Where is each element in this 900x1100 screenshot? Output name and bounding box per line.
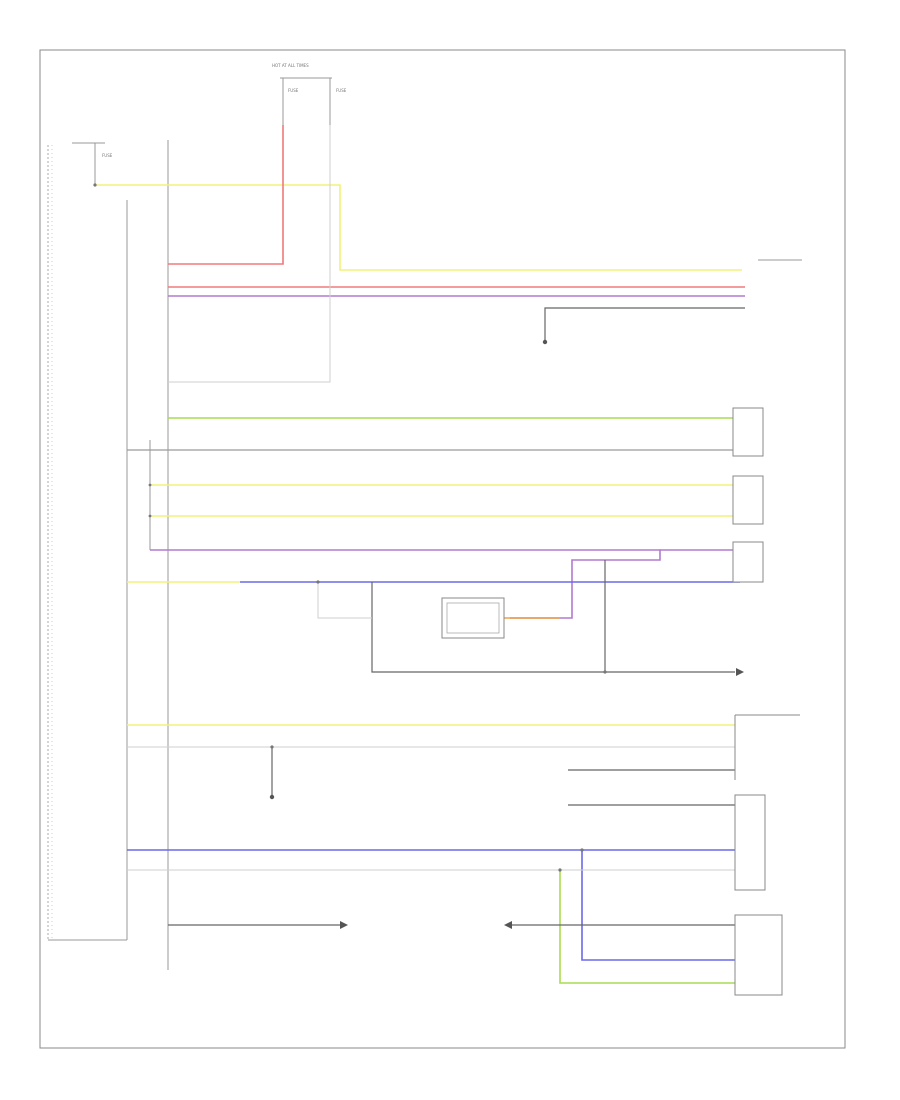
left-fuse: FUSE	[72, 142, 113, 185]
ground-4	[340, 921, 348, 929]
right-components	[732, 259, 802, 996]
ground-5	[504, 921, 512, 929]
splices	[93, 183, 607, 872]
splice-4	[316, 580, 320, 584]
wires	[95, 125, 745, 984]
ground-1	[542, 339, 548, 345]
wire-white-1	[168, 125, 331, 383]
wire-green-2	[559, 870, 735, 984]
splice-1	[93, 183, 97, 187]
top-fuse-title: HOT AT ALL TIMES	[272, 63, 309, 68]
wire-dark-ground	[371, 582, 735, 673]
ground-2	[736, 668, 744, 676]
relay-inner	[446, 602, 500, 634]
splice-2	[148, 483, 152, 487]
wire-yellow-feed	[95, 184, 742, 271]
wire-red-1	[168, 125, 284, 265]
splice-3	[148, 514, 152, 518]
relay-box	[441, 597, 505, 639]
splice-7	[580, 848, 584, 852]
component-c	[732, 541, 764, 583]
wire-gray-ground	[544, 307, 745, 340]
splice-5	[603, 670, 607, 674]
grounds	[269, 339, 744, 929]
splice-6	[270, 745, 274, 749]
component-a	[732, 407, 764, 457]
fuse-1-label-1: FUSE	[288, 88, 299, 93]
top-fuse-block: HOT AT ALL TIMES FUSE FUSE	[272, 63, 347, 125]
left-fuse-label-1: FUSE	[102, 153, 113, 158]
component-e	[734, 794, 766, 891]
component-f	[734, 914, 783, 996]
component-d	[734, 714, 800, 780]
wire-blue-3	[581, 850, 735, 961]
wire-white-2	[317, 582, 372, 619]
wire-purple-2	[150, 549, 661, 619]
fuse-2-label-1: FUSE	[336, 88, 347, 93]
relay-outline	[441, 597, 505, 639]
control-module	[47, 140, 169, 970]
diagram-frame	[39, 49, 846, 1049]
ground-3	[269, 794, 275, 800]
splice-8	[558, 868, 562, 872]
component-b	[732, 475, 764, 525]
